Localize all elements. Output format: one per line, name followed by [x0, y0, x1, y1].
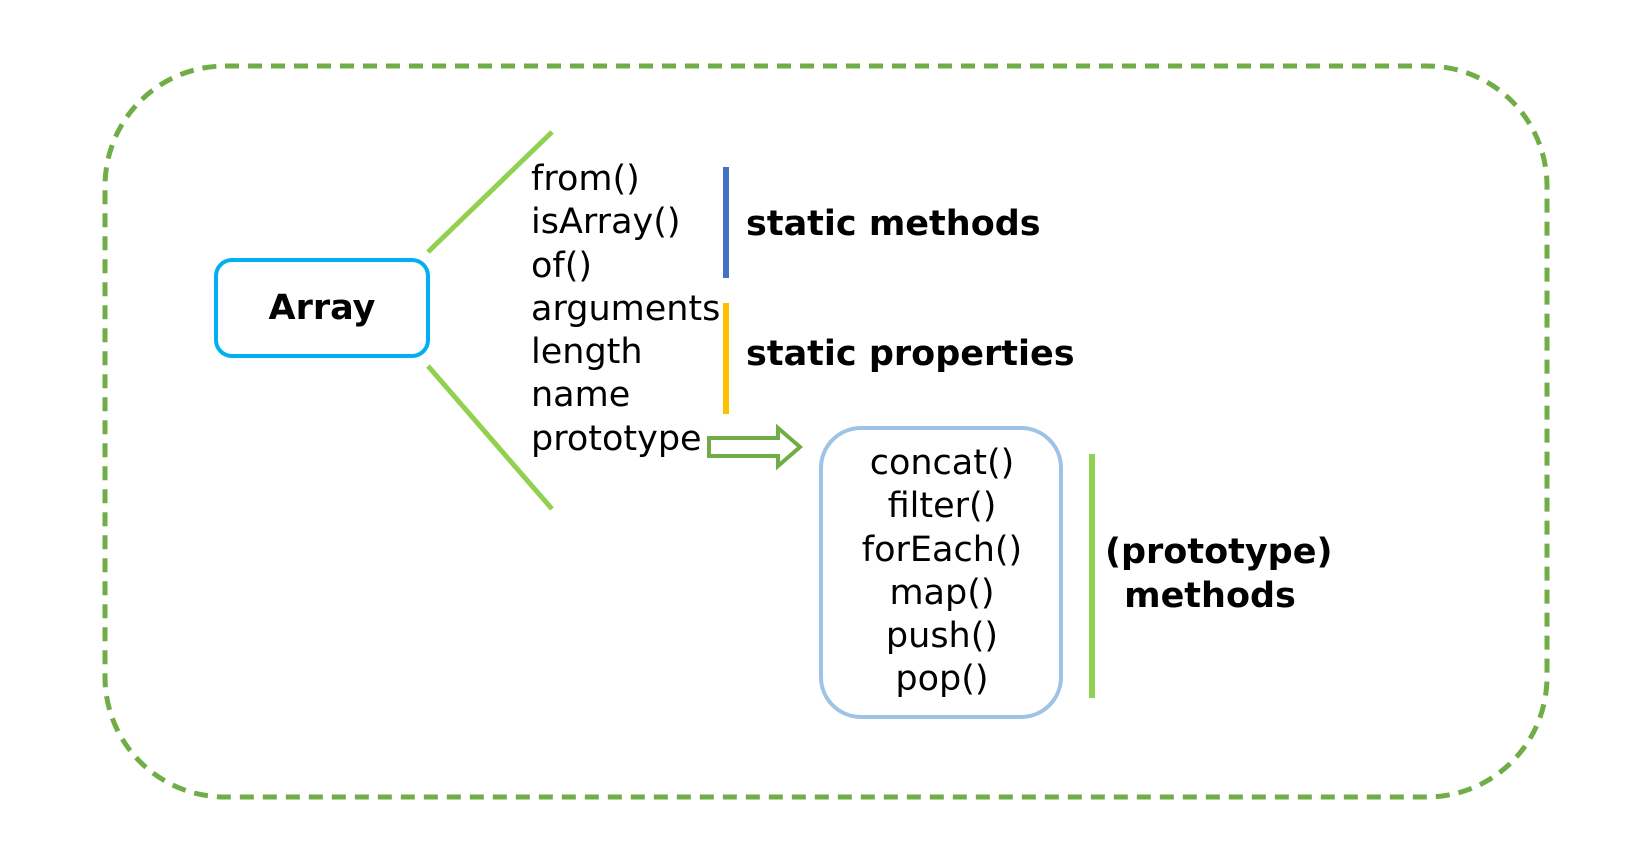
array-box	[214, 258, 430, 358]
static-properties-label: static properties	[746, 334, 1075, 374]
list-item-length: length	[531, 332, 643, 373]
lower-connector-line	[426, 364, 554, 511]
list-item-arguments: arguments	[531, 288, 721, 329]
list-item-push: push()	[885, 616, 999, 657]
list-item-foreach: forEach()	[861, 529, 1023, 570]
list-item-map: map()	[889, 572, 995, 613]
upper-connector-line	[426, 130, 554, 254]
static-member-list: from() isArray() of() arguments length n…	[531, 158, 720, 461]
array-label: Array	[268, 288, 376, 328]
prototype-methods-box	[819, 426, 1063, 719]
static-methods-label: static methods	[746, 204, 1041, 244]
list-item-pop: pop()	[895, 659, 989, 700]
list-item-concat: concat()	[869, 443, 1015, 483]
prototype-arrow	[707, 423, 804, 471]
prototype-methods-label: (prototype) methods	[1105, 530, 1333, 618]
list-item-prototype: prototype	[531, 418, 702, 459]
prototype-methods-label-line1: (prototype)	[1105, 532, 1333, 572]
list-item-isarray: isArray()	[531, 202, 681, 243]
prototype-method-list: concat() filter() forEach() map() push()…	[822, 442, 1062, 702]
list-item-filter: filter()	[887, 486, 997, 527]
outer-container	[102, 63, 1550, 800]
list-item-name: name	[531, 375, 631, 416]
prototype-methods-label-line2: methods	[1124, 576, 1296, 616]
list-item-of: of()	[531, 245, 593, 286]
list-item-from: from()	[531, 159, 640, 199]
